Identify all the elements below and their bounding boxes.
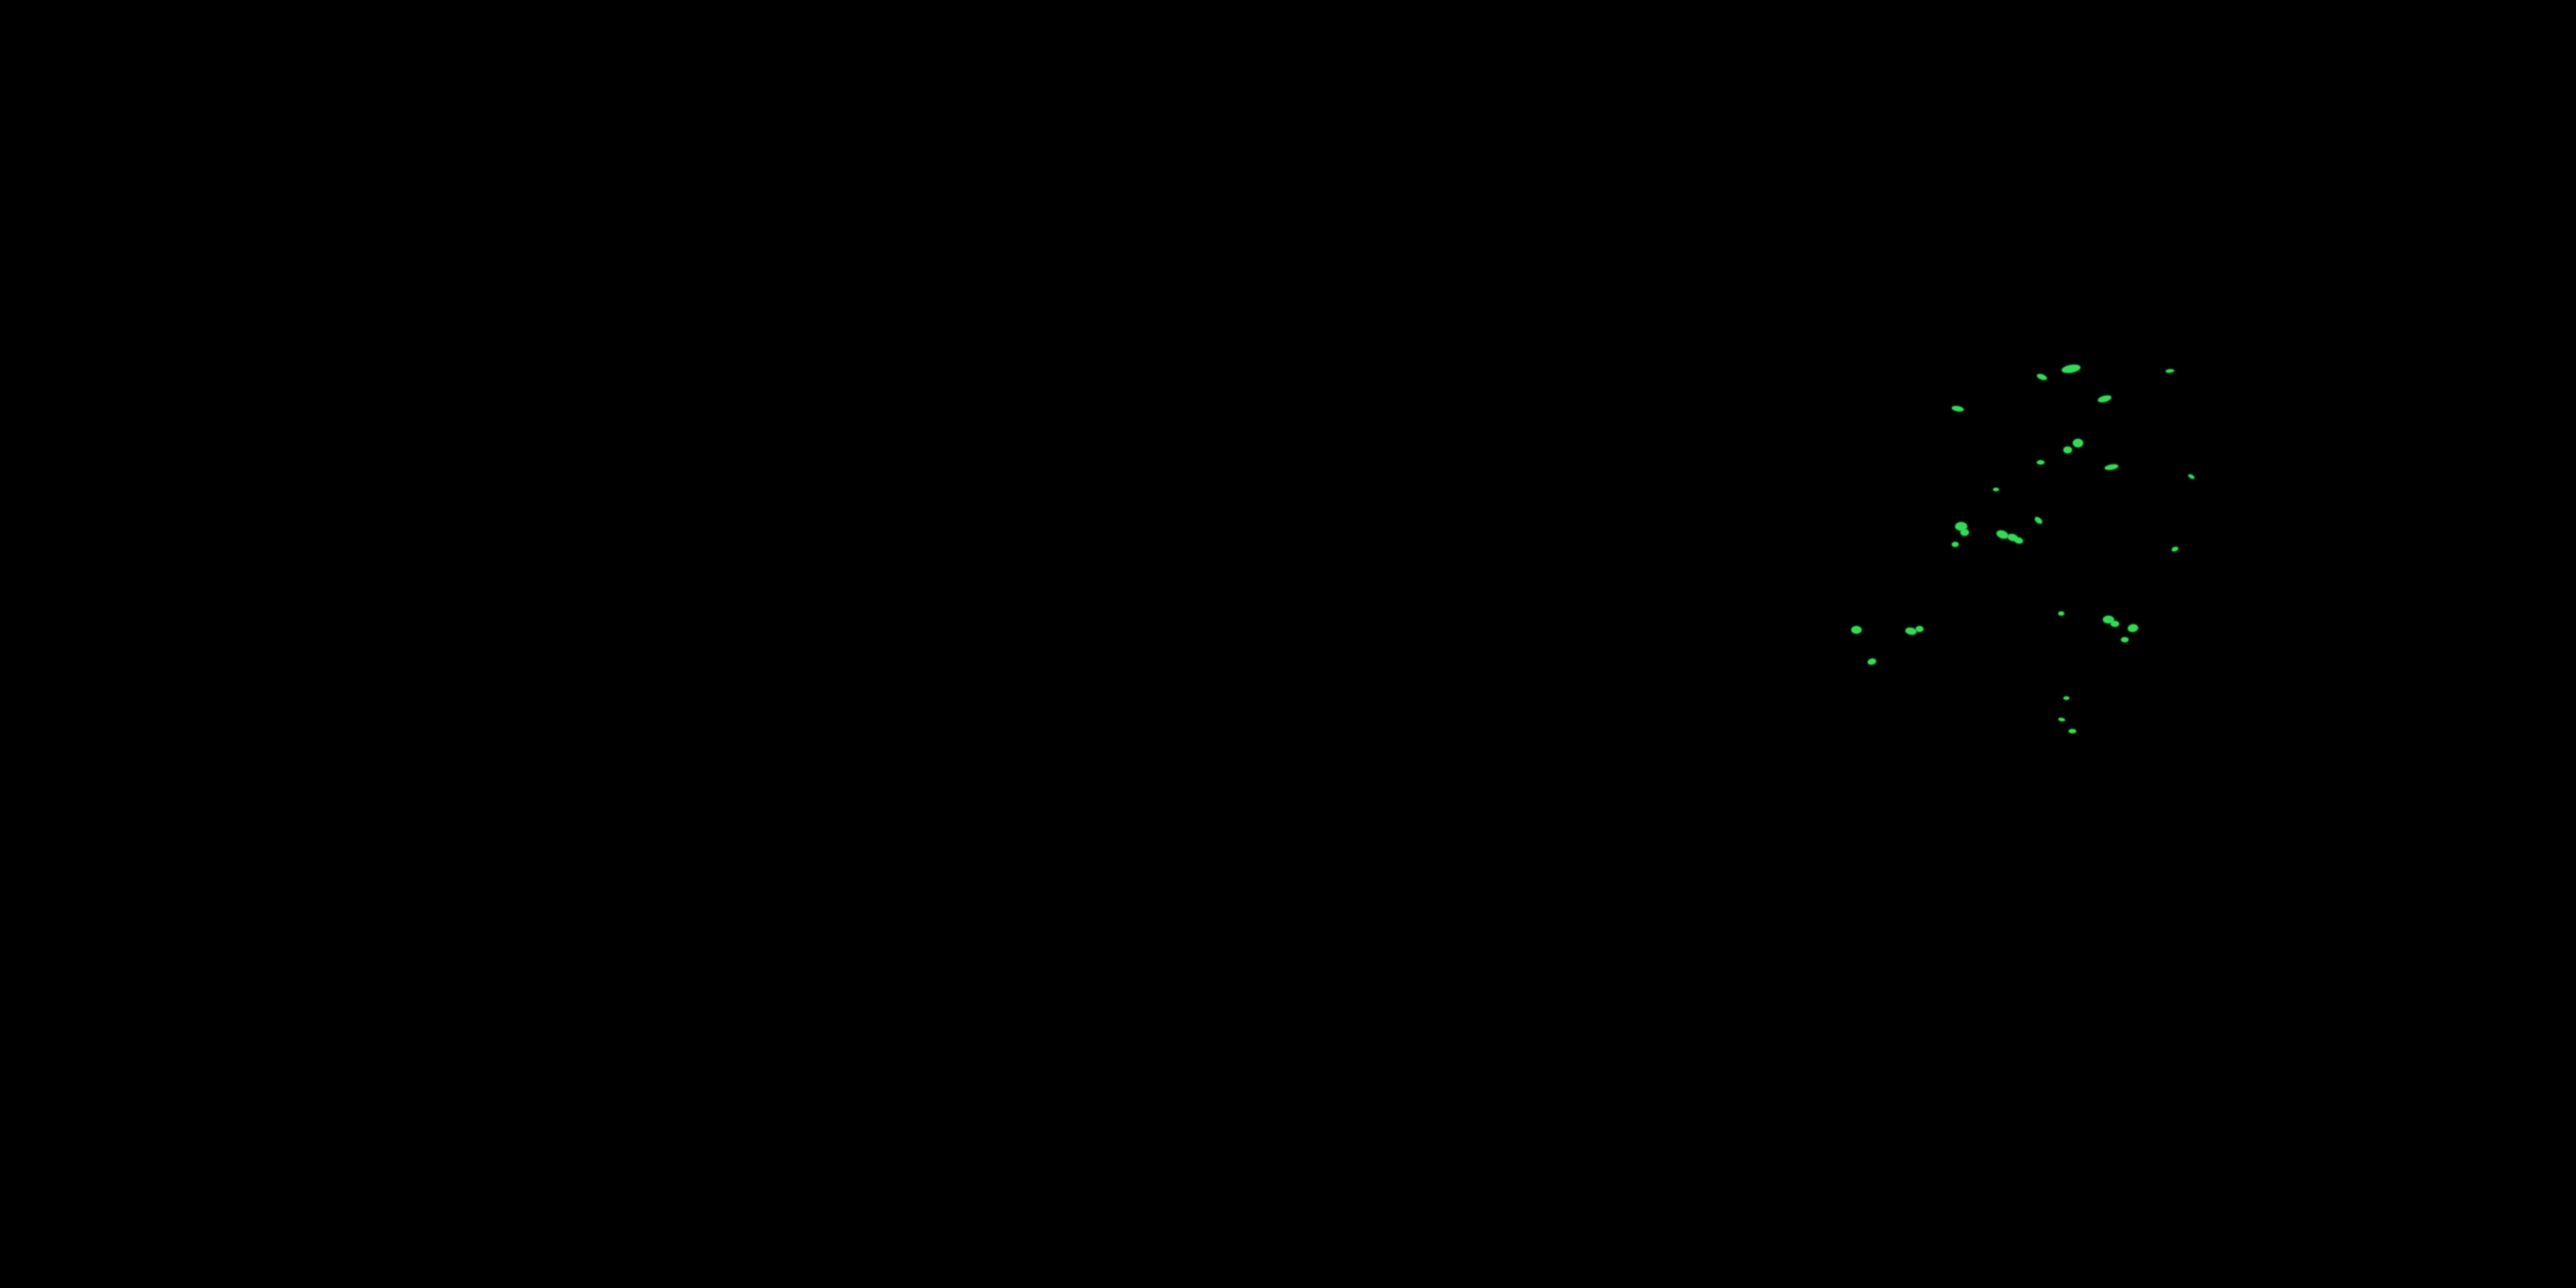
green-speckle — [2165, 368, 2175, 374]
green-speckle — [2057, 717, 2066, 722]
green-speckle — [2061, 363, 2081, 374]
green-speckle — [1851, 626, 1862, 634]
green-speckle — [2171, 545, 2179, 553]
green-speckle — [1951, 404, 1965, 413]
green-speckle — [1955, 522, 1967, 531]
green-speckle — [2111, 621, 2119, 627]
green-speckle — [2063, 696, 2069, 700]
green-speckle — [2069, 729, 2076, 733]
green-speckle — [2187, 473, 2196, 480]
green-speckle — [2036, 373, 2048, 381]
green-speckle — [2058, 611, 2064, 616]
green-speckle — [2121, 637, 2129, 642]
green-speckle — [1867, 657, 1877, 666]
green-speckle — [2037, 460, 2044, 465]
green-speckle — [2127, 623, 2139, 633]
green-speckle — [1993, 488, 1999, 491]
green-speckle — [2073, 439, 2083, 447]
green-speckle — [2104, 463, 2119, 471]
green-speckle — [2103, 616, 2114, 623]
green-speckle — [2014, 537, 2024, 544]
green-speckle — [2063, 447, 2072, 453]
green-speckle — [2033, 515, 2044, 526]
green-speckle — [1916, 626, 1923, 632]
green-speckle — [1952, 542, 1959, 547]
green-speckle — [2097, 394, 2112, 404]
green-speckle — [1960, 529, 1969, 536]
